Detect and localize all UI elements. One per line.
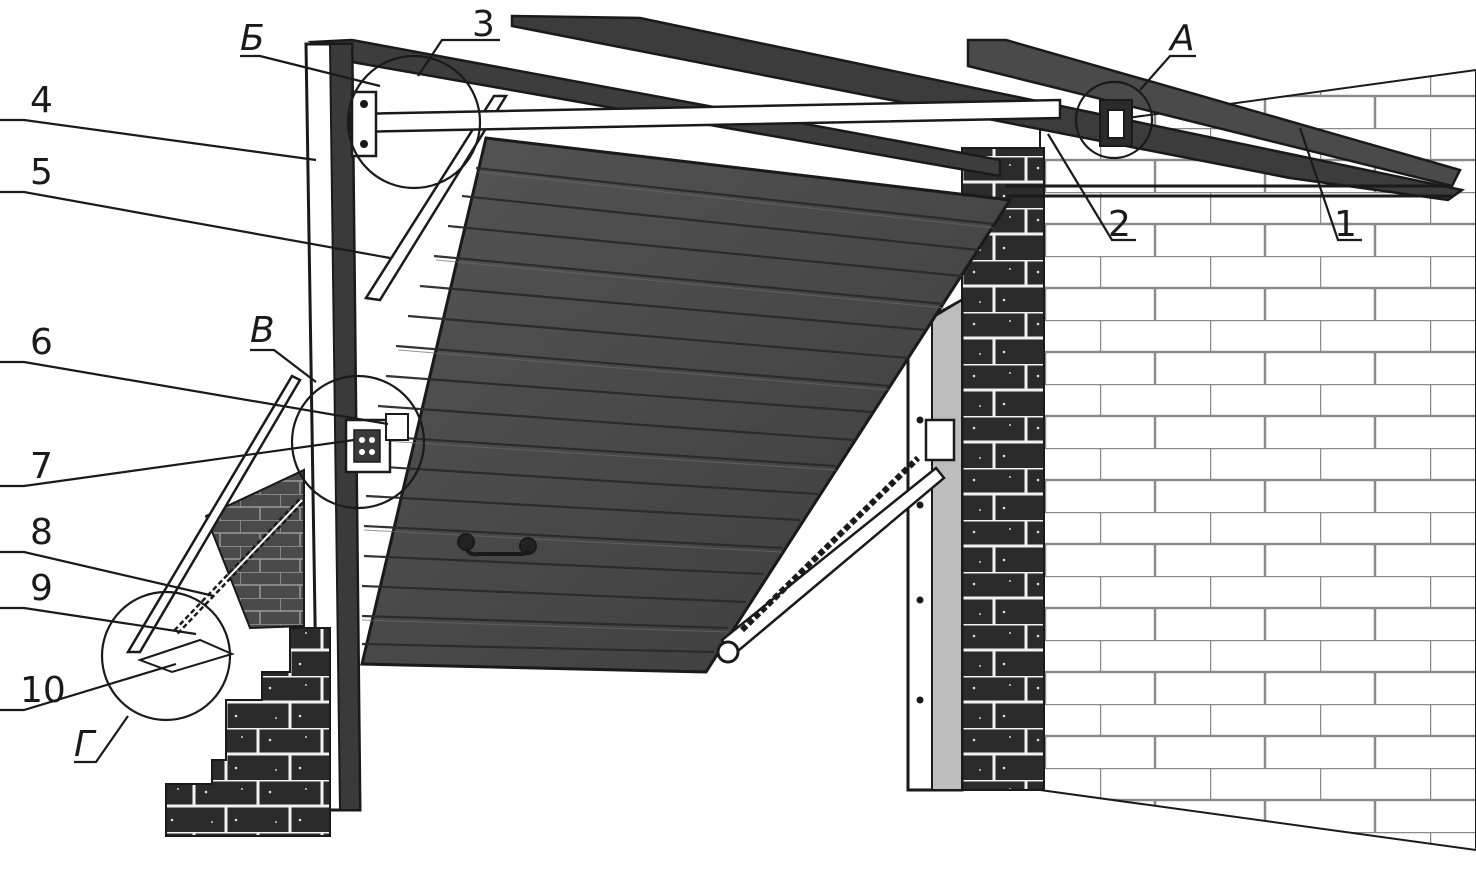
roller-bracket bbox=[1099, 99, 1133, 147]
left-spring-strut bbox=[125, 374, 305, 674]
mid-hinge-bracket bbox=[344, 413, 409, 474]
label-10: 10 bbox=[20, 670, 66, 711]
label-9: 9 bbox=[30, 568, 53, 609]
label-4: 4 bbox=[30, 80, 53, 121]
label-1: 1 bbox=[1334, 204, 1357, 245]
callout-circle-V bbox=[290, 374, 426, 510]
label-5: 5 bbox=[30, 152, 53, 193]
top-hinge-bracket bbox=[350, 90, 378, 158]
right-spring-strut bbox=[716, 418, 956, 664]
label-7: 7 bbox=[30, 446, 53, 487]
label-B: Б bbox=[240, 18, 265, 59]
callout-circle-G bbox=[100, 590, 232, 722]
lever-arm bbox=[363, 94, 509, 302]
label-2: 2 bbox=[1108, 204, 1131, 245]
door-handle bbox=[457, 533, 537, 557]
right-jamb-post bbox=[906, 297, 964, 792]
callout-circle-B bbox=[346, 54, 482, 190]
leader-lines bbox=[0, 38, 1362, 764]
axle-tube bbox=[348, 98, 1062, 134]
callout-circle-A bbox=[1074, 80, 1154, 160]
label-3: 3 bbox=[472, 4, 495, 45]
label-8: 8 bbox=[30, 512, 53, 553]
label-6: 6 bbox=[30, 322, 53, 363]
label-G: Г bbox=[74, 724, 97, 765]
label-V: В bbox=[250, 310, 275, 351]
label-A: А bbox=[1168, 18, 1195, 59]
